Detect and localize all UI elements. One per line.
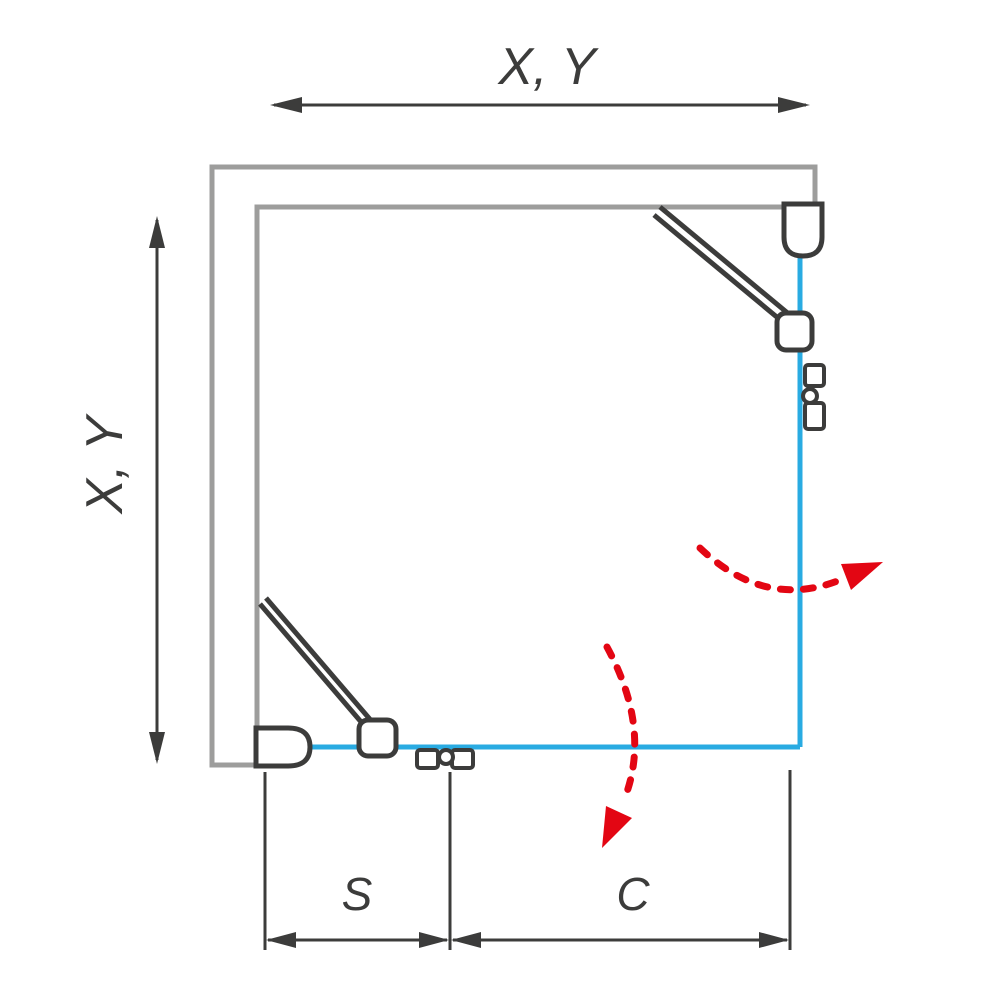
bracket-plate (803, 363, 826, 388)
dimension-bottom: S C (263, 770, 792, 950)
dimension-s-label: S (342, 868, 373, 920)
dimension-top-label: X, Y (497, 38, 599, 96)
dimension-arrowhead (149, 732, 165, 764)
swing-arrow-right (696, 544, 883, 594)
door-panel-line (652, 213, 786, 325)
bracket-plate (415, 748, 440, 770)
floor-bracket-bottom (415, 748, 475, 770)
door-panel-line (264, 596, 376, 726)
dimension-arrowhead (451, 932, 481, 948)
swing-arc (696, 544, 844, 594)
wall-profile (209, 164, 818, 768)
dimension-arrowhead (149, 216, 165, 248)
dimension-arrowhead (419, 932, 449, 948)
bracket-plate (803, 401, 826, 431)
bracket-pin (801, 387, 819, 405)
swing-arc (603, 643, 639, 804)
glass-panels (310, 256, 803, 750)
door-panel-line (658, 205, 792, 317)
dimension-arrowhead (759, 932, 789, 948)
door-bottom-left (258, 596, 376, 732)
dimension-top: X, Y (270, 38, 810, 113)
dimension-left-label: X, Y (76, 413, 134, 515)
bracket-plate (450, 748, 475, 770)
dimension-arrowhead (266, 932, 296, 948)
hinge-block-bottom-left (356, 717, 399, 759)
door-panel-line (258, 602, 370, 732)
wall-bracket-right (801, 363, 826, 431)
door-top-right (652, 205, 792, 325)
dimension-arrowhead (270, 97, 302, 113)
bracket-pin (437, 748, 455, 766)
swing-arrowhead (602, 806, 632, 848)
hinge-block-top-right (774, 310, 815, 353)
dimension-arrowhead (778, 97, 810, 113)
dimension-c-label: C (616, 868, 650, 920)
swing-arrow-down (602, 643, 639, 848)
pivot-mount-bottom-left (253, 725, 313, 769)
swing-arrowhead (841, 562, 883, 590)
dimension-left: X, Y (76, 216, 165, 764)
pivot-mount-top-right (781, 201, 825, 259)
